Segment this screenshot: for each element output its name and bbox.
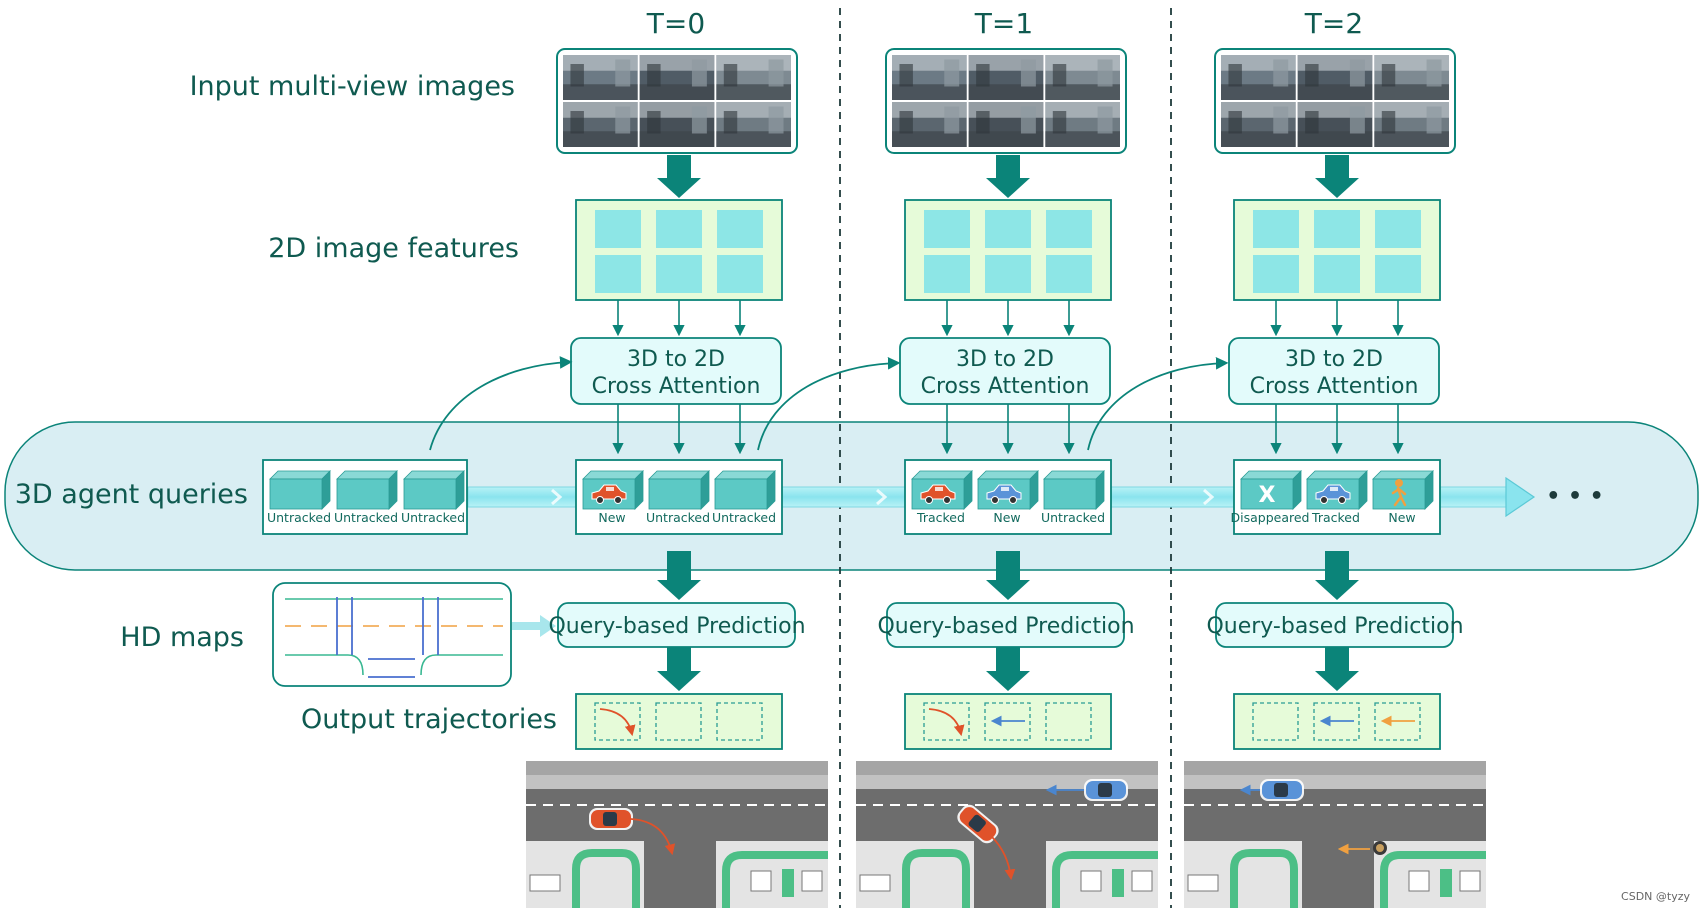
cross-attention-box <box>1228 337 1440 405</box>
temporal-curve-arrows <box>429 356 1229 451</box>
query-state-label: Disappeared <box>1231 510 1310 525</box>
image-features <box>904 199 1112 301</box>
cross-attention-line1: 3D to 2D <box>956 347 1054 372</box>
prediction-label: Query-based Prediction <box>877 614 1134 639</box>
query-state-label: Tracked <box>916 510 965 525</box>
disappeared-x-icon: X <box>1259 483 1276 508</box>
query-state-label: Untracked <box>646 510 710 525</box>
cross-attention-box <box>899 337 1111 405</box>
output-trajectories <box>904 693 1112 750</box>
car-red-icon <box>920 484 956 504</box>
cross-attention-box <box>570 337 782 405</box>
multi-view-images <box>556 48 798 154</box>
multi-view-images <box>1214 48 1456 154</box>
query-state-label: New <box>1388 510 1415 525</box>
pedestrian-icon <box>1391 479 1407 507</box>
time-label-0: T=0 <box>646 7 705 40</box>
temporal-curve-arrow <box>1087 357 1229 451</box>
temporal-curve-arrow <box>757 357 901 451</box>
hd-map <box>272 582 512 687</box>
big-down-arrow <box>657 155 701 198</box>
query-state-label: Untracked <box>401 510 465 525</box>
credit-text: CSDN @tyzy <box>1621 890 1690 903</box>
output-trajectories <box>1233 693 1441 750</box>
query-state-label: Untracked <box>334 510 398 525</box>
query-state-label: Tracked <box>1311 510 1360 525</box>
big-down-arrow <box>986 155 1030 198</box>
row-label-input: Input multi-view images <box>190 71 515 102</box>
query-cube <box>1240 470 1302 510</box>
car-red-icon <box>591 484 627 504</box>
image-features <box>575 199 783 301</box>
image-features <box>1233 199 1441 301</box>
bev-scene <box>526 761 828 908</box>
multi-view-images <box>885 48 1127 154</box>
prediction-label: Query-based Prediction <box>1206 614 1463 639</box>
query-state-label: Untracked <box>267 510 331 525</box>
cross-attention-line2: Cross Attention <box>592 374 761 399</box>
cross-attention-line1: 3D to 2D <box>1285 347 1383 372</box>
row-label-queries: 3D agent queries <box>15 479 248 510</box>
bev-scene <box>856 761 1158 908</box>
big-down-arrow <box>657 647 701 691</box>
query-state-label: Untracked <box>712 510 776 525</box>
row-label-output: Output trajectories <box>301 704 557 735</box>
row-label-hdmaps: HD maps <box>120 622 244 653</box>
big-down-arrow <box>657 551 701 600</box>
query-state-label: New <box>993 510 1020 525</box>
big-down-arrow <box>1315 155 1359 198</box>
car-red-icon <box>957 804 999 844</box>
prediction-label: Query-based Prediction <box>548 614 805 639</box>
query-cube <box>648 470 710 510</box>
cross-attention-line2: Cross Attention <box>921 374 1090 399</box>
big-down-arrow <box>1315 647 1359 691</box>
output-trajectories <box>575 693 783 750</box>
big-down-arrow <box>986 647 1030 691</box>
big-down-arrow <box>986 551 1030 600</box>
hd-map-arrow <box>512 615 556 637</box>
car-red-icon <box>589 808 633 830</box>
big-down-arrow <box>1315 551 1359 600</box>
time-label-1: T=1 <box>974 7 1033 40</box>
car-blue-icon <box>1315 484 1351 504</box>
pedestrian-icon <box>1373 841 1387 855</box>
query-cube <box>336 470 398 510</box>
car-blue-icon <box>986 484 1022 504</box>
query-cube <box>1043 470 1105 510</box>
car-blue-icon <box>1084 779 1128 801</box>
query-cube <box>269 470 331 510</box>
query-state-label: New <box>598 510 625 525</box>
ellipsis: • • • <box>1546 484 1604 509</box>
cross-attention-line2: Cross Attention <box>1250 374 1419 399</box>
bev-scene <box>1184 761 1486 908</box>
row-label-features: 2D image features <box>268 233 519 264</box>
query-cube <box>403 470 465 510</box>
cross-attention-line1: 3D to 2D <box>627 347 725 372</box>
car-blue-icon <box>1260 779 1304 801</box>
time-label-2: T=2 <box>1304 7 1363 40</box>
query-state-label: Untracked <box>1041 510 1105 525</box>
query-cube <box>714 470 776 510</box>
temporal-curve-arrow <box>429 356 573 451</box>
